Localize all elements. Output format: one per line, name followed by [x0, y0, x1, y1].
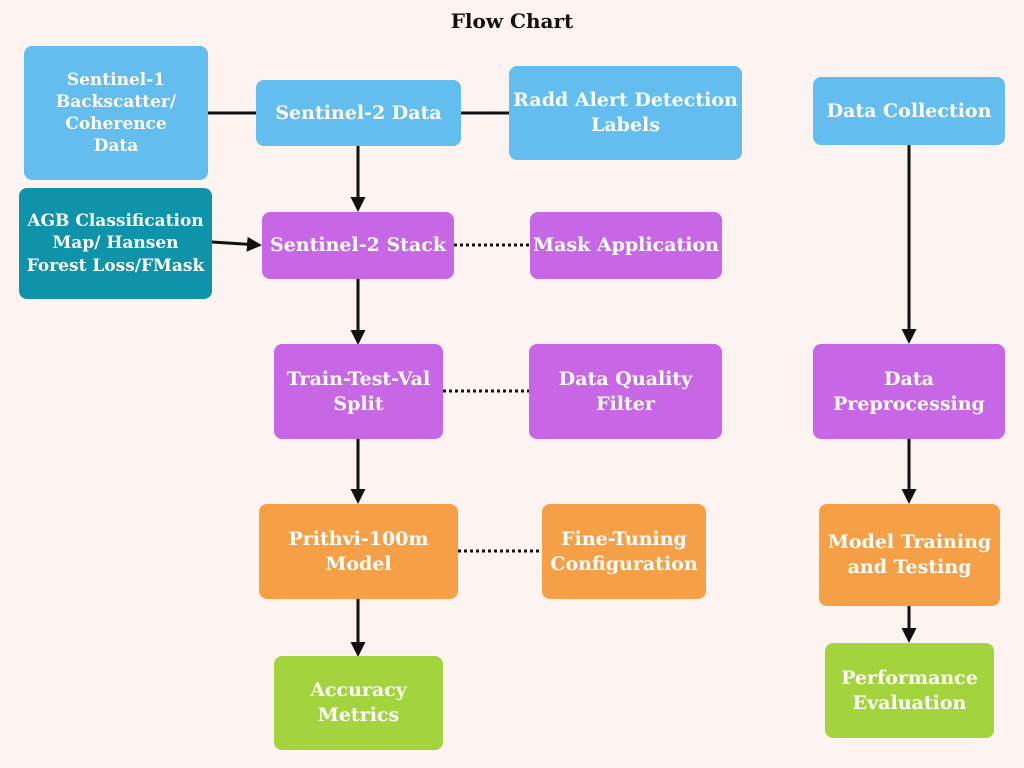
- node-radd-alert: Radd Alert Detection Labels: [509, 66, 742, 160]
- node-performance: Performance Evaluation: [825, 643, 994, 738]
- node-sentinel1: Sentinel-1 Backscatter/ Coherence Data: [24, 46, 208, 180]
- node-model-training: Model Training and Testing: [819, 504, 1000, 606]
- node-sentinel2-stack: Sentinel-2 Stack: [262, 212, 454, 279]
- node-fine-tuning: Fine-Tuning Configuration: [542, 504, 706, 599]
- arrow-agb-to-stack: [211, 236, 262, 252]
- node-data-preprocessing: Data Preprocessing: [813, 344, 1005, 439]
- node-accuracy: Accuracy Metrics: [274, 656, 443, 750]
- node-data-collection: Data Collection: [813, 77, 1005, 145]
- page-title: Flow Chart: [450, 9, 574, 33]
- node-train-test-val: Train-Test-Val Split: [274, 344, 443, 439]
- node-mask-application: Mask Application: [530, 212, 722, 279]
- node-prithvi: Prithvi-100m Model: [259, 504, 458, 599]
- node-data-quality: Data Quality Filter: [529, 344, 722, 439]
- node-sentinel2-data: Sentinel-2 Data: [256, 80, 461, 146]
- node-agb-map: AGB Classification Map/ Hansen Forest Lo…: [19, 188, 212, 299]
